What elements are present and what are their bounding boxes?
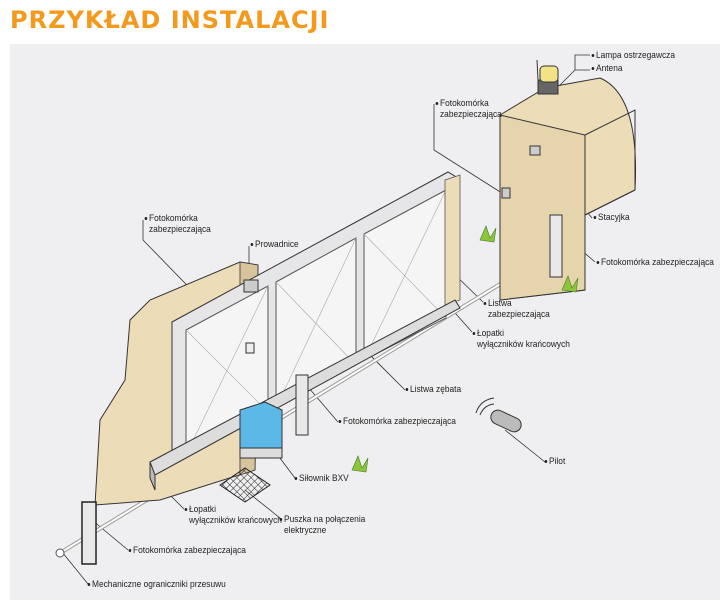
right-pillar <box>499 77 637 301</box>
label-line: wyłączników krańcowych <box>477 339 570 350</box>
motor-bxv-icon <box>239 401 283 459</box>
label-line: zabezpieczająca <box>488 309 550 320</box>
mechanical-stop-icon <box>55 548 65 558</box>
guide-rollers-icon <box>243 279 259 293</box>
label-remote: Pilot <box>544 456 566 467</box>
label-gear-rack: Listwa zębata <box>405 384 462 395</box>
label-line: zabezpieczająca <box>149 224 211 235</box>
label-line: Łopatki <box>189 504 216 515</box>
photocell-right-post <box>549 214 563 278</box>
photocell-bottom-post <box>81 501 97 565</box>
label-line: Fotokomórka <box>149 213 198 224</box>
photocell-left-icon <box>245 342 255 354</box>
label-line: Puszka na połączenia <box>284 514 366 525</box>
label-antenna: Antena <box>591 63 623 74</box>
label-photocell-right-post: Fotokomórka zabezpieczająca <box>596 257 714 268</box>
label-key-switch: Stacyjka <box>593 212 630 223</box>
safety-edge-icon <box>444 174 461 306</box>
label-line: Łopatki <box>477 328 504 339</box>
label-line: Fotokomórka <box>440 98 489 109</box>
photocell-middle-post <box>295 374 309 436</box>
label-photocell-bottom-post: Fotokomórka zabezpieczająca <box>128 545 246 556</box>
label-line: Listwa <box>488 298 512 309</box>
key-switch-icon <box>529 145 541 156</box>
junction-box-icon <box>219 467 271 503</box>
label-line: zabezpieczająca <box>440 109 502 120</box>
label-guides: Prowadnice <box>250 239 299 250</box>
label-line: wyłączników krańcowych <box>189 515 282 526</box>
grass-icons <box>351 225 579 473</box>
antenna-icon <box>536 59 539 81</box>
label-mechanical-stops: Mechaniczne ograniczniki przesuwu <box>87 579 226 590</box>
page-title: PRZYKŁAD INSTALACJI <box>10 6 330 34</box>
remote-control-icon <box>475 397 522 433</box>
label-photocell-middle-post: Fotokomórka zabezpieczająca <box>338 416 456 427</box>
warning-lamp-icon <box>536 59 559 95</box>
photocell-pillar-icon <box>501 187 511 199</box>
label-motor: Siłownik BXV <box>294 473 349 484</box>
label-line: elektryczne <box>284 525 327 536</box>
label-warning-lamp: Lampa ostrzegawcza <box>591 50 676 61</box>
